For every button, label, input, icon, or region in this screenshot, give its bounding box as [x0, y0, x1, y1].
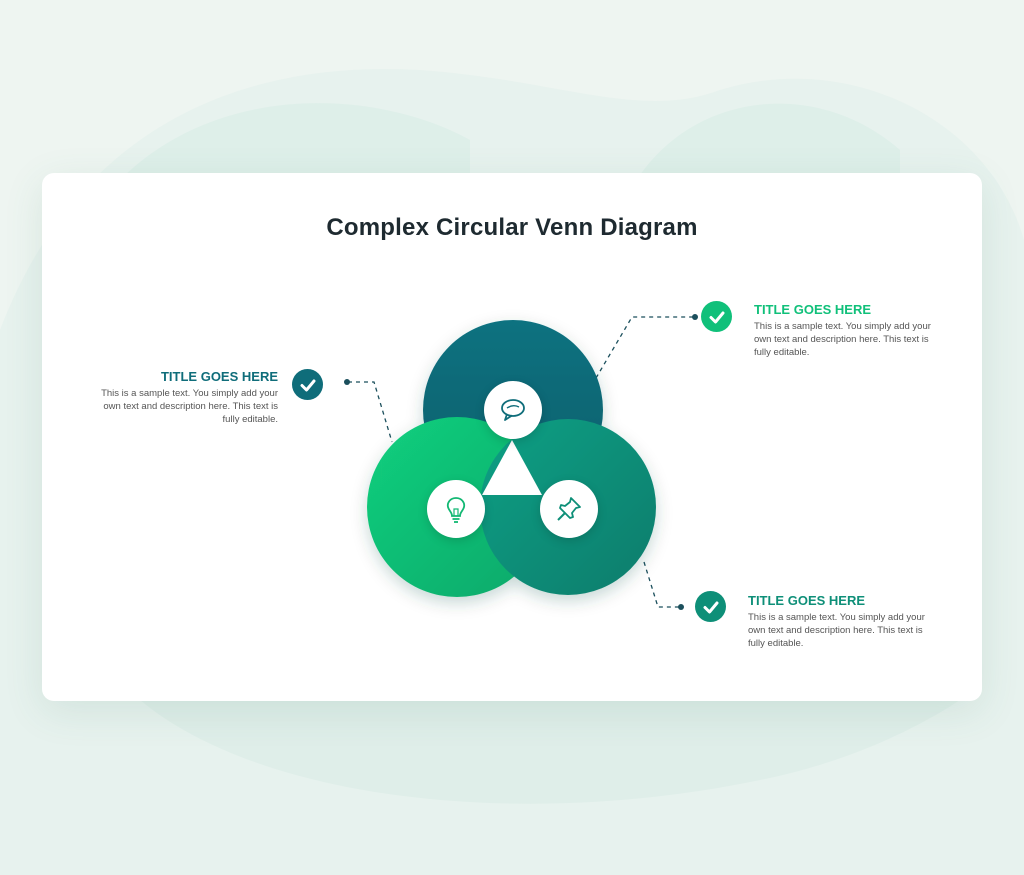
speech-bubble-icon [501, 399, 525, 421]
callout-description: This is a sample text. You simply add yo… [101, 388, 278, 425]
check-badge-bottom-right [695, 591, 726, 622]
center-triangle [482, 440, 542, 495]
page-title: Complex Circular Venn Diagram [326, 214, 698, 241]
check-icon [703, 601, 718, 613]
connector-top-right [595, 316, 694, 379]
lightbulb-icon-circle [427, 480, 485, 538]
callout-description: This is a sample text. You simply add yo… [754, 321, 931, 358]
callout-top-right: TITLE GOES HERE This is a sample text. Y… [754, 302, 934, 359]
check-badge-left [292, 369, 323, 400]
callout-title: TITLE GOES HERE [748, 593, 866, 608]
callout-left: TITLE GOES HERE This is a sample text. Y… [98, 369, 278, 426]
connector-left-dot [344, 379, 350, 385]
lightbulb-icon [446, 497, 466, 523]
connector-top-right-dot [692, 314, 698, 320]
callout-bottom-right: TITLE GOES HERE This is a sample text. Y… [748, 593, 928, 650]
callout-title: TITLE GOES HERE [754, 302, 872, 317]
check-icon [709, 311, 724, 323]
pushpin-icon-circle [540, 480, 598, 538]
connector-bottom-right [643, 561, 680, 608]
connector-bottom-right-dot [678, 604, 684, 610]
check-icon [300, 379, 315, 391]
callout-description: This is a sample text. You simply add yo… [748, 612, 925, 649]
speech-bubble-icon-circle [484, 381, 542, 439]
pushpin-icon [557, 497, 581, 521]
check-badge-top-right [701, 301, 732, 332]
callout-title: TITLE GOES HERE [160, 369, 278, 384]
connector-left [348, 381, 393, 443]
